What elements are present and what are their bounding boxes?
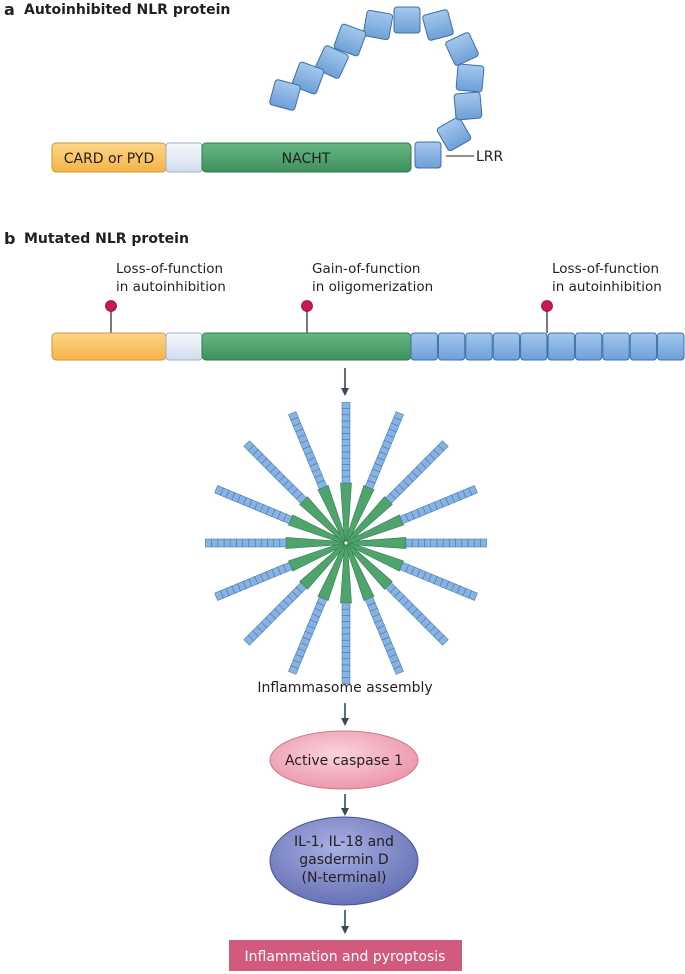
cytokines-line-3: (N-terminal) xyxy=(302,870,387,886)
lrr-repeat xyxy=(362,9,394,41)
lrr-repeat xyxy=(602,332,630,361)
mutated-nacht-domain xyxy=(201,332,412,361)
card-pyd-label: CARD or PYD xyxy=(64,151,155,167)
nlr-oligomer-arm xyxy=(345,411,404,543)
caspase-label: Active caspase 1 xyxy=(285,753,403,769)
mutation-3-label-2: in autoinhibition xyxy=(552,279,662,295)
lrr-curl xyxy=(269,6,485,169)
lrr-repeat xyxy=(657,332,685,361)
assembly-label: Inflammasome assembly xyxy=(257,680,432,696)
lrr-repeat xyxy=(436,116,472,152)
lrr-repeat xyxy=(629,332,658,361)
nlr-oligomer-arm xyxy=(346,542,478,601)
lrr-repeat xyxy=(393,6,421,34)
mutation-2-label-2: in oligomerization xyxy=(312,279,433,295)
panel-b-title: Mutated NLR protein xyxy=(24,231,189,247)
outcome-label: Inflammation and pyroptosis xyxy=(245,949,446,965)
mutated-linker-domain xyxy=(165,332,203,361)
panel-a-letter: a xyxy=(4,0,15,19)
active-caspase-1 xyxy=(269,730,419,790)
nlr-oligomer-arm xyxy=(214,542,346,601)
nlr-oligomer-arm xyxy=(345,440,449,544)
inflammasome-assembly xyxy=(205,402,487,684)
nacht-label: NACHT xyxy=(282,151,331,167)
lrr-repeat xyxy=(492,332,521,361)
nlr-oligomer-arm xyxy=(288,543,347,675)
lrr-repeat xyxy=(453,91,483,121)
cytokines-line-1: IL-1, IL-18 and xyxy=(294,834,394,850)
nlr-oligomer-arm xyxy=(346,485,478,544)
nlr-oligomer-arm xyxy=(243,440,347,544)
cytokines-line-2: gasdermin D xyxy=(299,852,388,868)
lrr-repeat xyxy=(410,332,438,361)
lrr-repeat xyxy=(520,332,548,361)
lrr-repeat xyxy=(445,32,479,66)
outcome-box xyxy=(229,940,462,971)
lrr-label: LRR xyxy=(476,149,504,165)
nlr-oligomer-arm xyxy=(345,543,404,675)
nlr-oligomer-arm xyxy=(340,544,352,684)
panel-a-title: Autoinhibited NLR protein xyxy=(24,2,230,18)
mutation-1-label: Loss-of-function xyxy=(116,261,223,277)
lrr-repeat xyxy=(455,63,485,93)
lrr-repeat xyxy=(437,332,466,361)
cytokines-bubble xyxy=(269,816,419,906)
panel-b-letter: b xyxy=(4,229,15,248)
mutation-pin-2 xyxy=(301,300,313,333)
nacht-domain xyxy=(201,142,412,173)
lrr-repeat xyxy=(333,23,367,57)
lrr-repeat xyxy=(414,141,442,169)
nlr-oligomer-arm xyxy=(340,402,352,542)
nlr-oligomer-arm xyxy=(288,411,347,543)
mutation-3-label: Loss-of-function xyxy=(552,261,659,277)
mutated-card-domain xyxy=(51,332,167,361)
mutation-pin-3 xyxy=(541,300,553,333)
mutation-pin-1 xyxy=(105,300,117,333)
lrr-repeat xyxy=(465,332,493,361)
nlr-oligomer-arm xyxy=(214,485,346,544)
nlr-oligomer-arm xyxy=(243,542,347,646)
linker-domain xyxy=(165,142,203,173)
mutated-lrr-domain xyxy=(410,332,685,361)
lrr-repeat xyxy=(422,9,454,41)
nlr-oligomer-arm xyxy=(347,537,487,549)
nlr-oligomer-arm xyxy=(345,542,449,646)
lrr-repeat xyxy=(547,332,575,361)
mutation-2-label: Gain-of-function xyxy=(312,261,420,277)
lrr-repeat xyxy=(269,79,301,111)
nlr-oligomer-arm xyxy=(205,537,345,549)
mutation-1-label-2: in autoinhibition xyxy=(116,279,226,295)
lrr-repeat xyxy=(574,332,603,361)
